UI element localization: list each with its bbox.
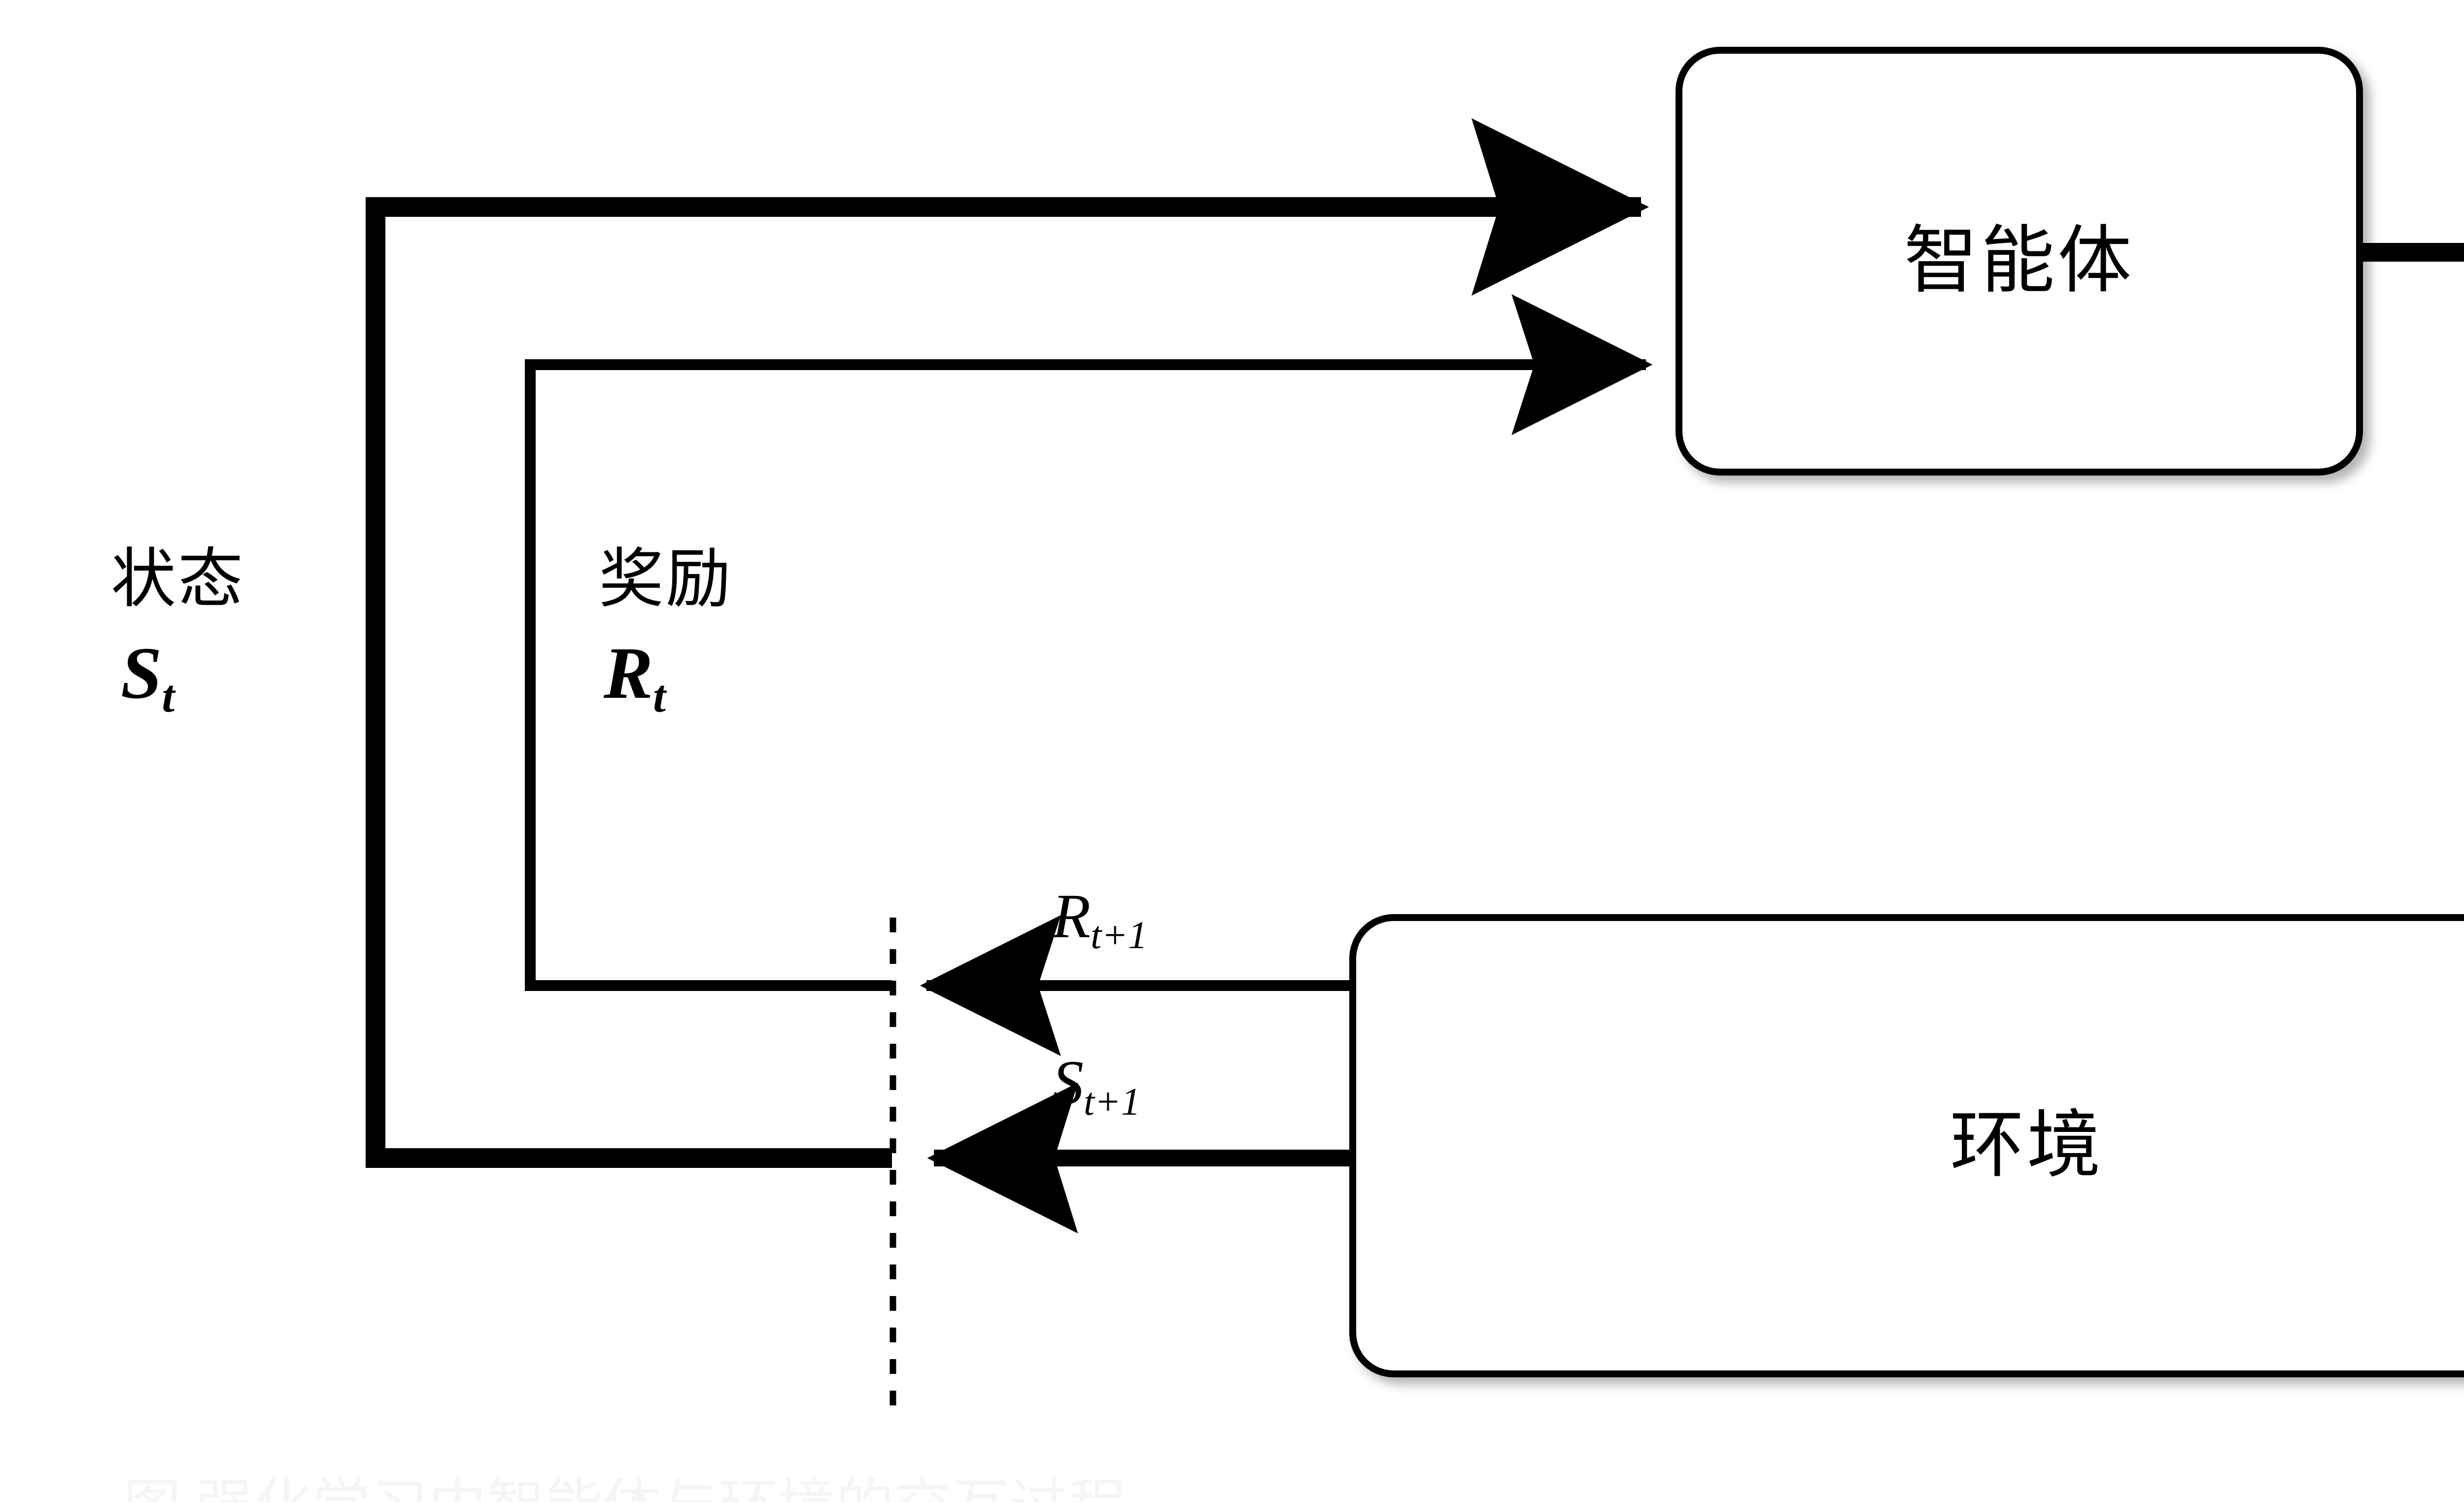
state-symbol-base: S bbox=[121, 632, 162, 714]
reward-next-symbol-base: R bbox=[1052, 881, 1091, 951]
state-next-symbol-base: S bbox=[1052, 1048, 1084, 1118]
reward-flow-symbol: Rt bbox=[604, 633, 666, 721]
figure-caption: 图 强化学习中智能体与环境的交互过程 bbox=[123, 1459, 1127, 1502]
state-connector bbox=[366, 118, 1649, 1168]
state-symbol-subscript: t bbox=[162, 671, 175, 722]
reward-next-symbol-subscript: t+1 bbox=[1091, 914, 1148, 957]
reward-flow-label: 奖励 bbox=[599, 543, 733, 615]
agent-node-label: 智能体 bbox=[1904, 220, 2135, 302]
reward-symbol-base: R bbox=[604, 632, 653, 714]
environment-node[interactable]: 环境 bbox=[1349, 914, 2464, 1377]
environment-node-label: 环境 bbox=[1950, 1105, 2104, 1187]
state-flow-label: 状态 bbox=[111, 543, 245, 615]
reward-symbol-subscript: t bbox=[653, 671, 666, 722]
state-next-symbol: St+1 bbox=[1052, 1049, 1140, 1124]
agent-node[interactable]: 智能体 bbox=[1676, 47, 2363, 476]
reward-connector bbox=[525, 294, 1653, 991]
state-flow-symbol: St bbox=[121, 633, 174, 721]
reward-next-symbol: Rt+1 bbox=[1052, 882, 1147, 957]
state-next-symbol-subscript: t+1 bbox=[1084, 1080, 1141, 1124]
